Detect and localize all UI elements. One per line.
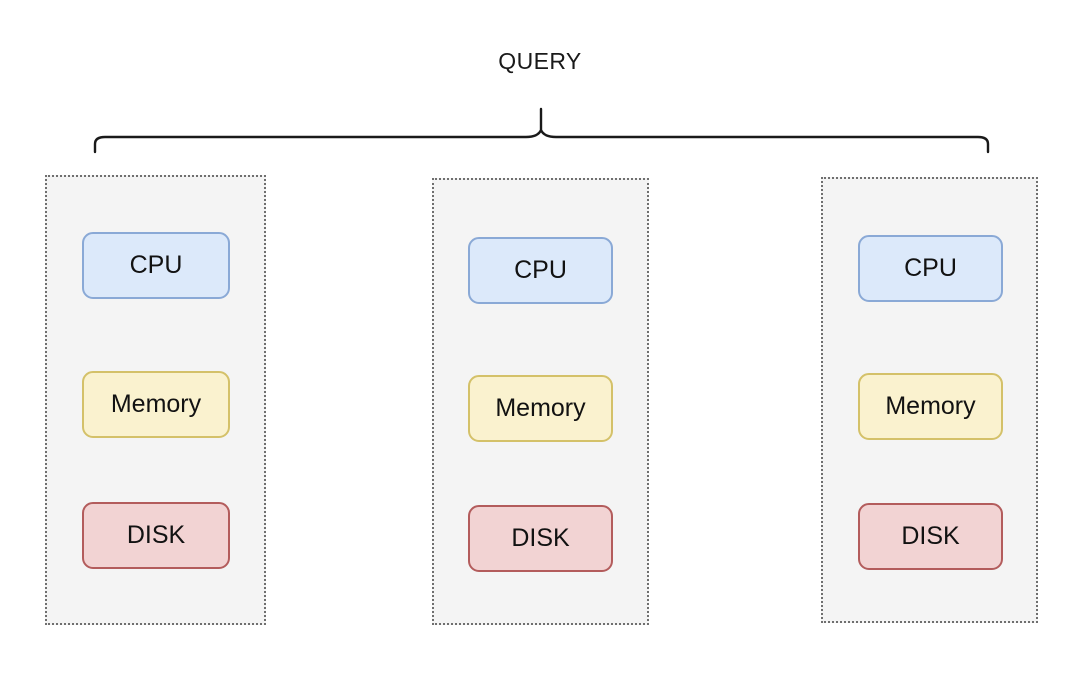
- page-title: QUERY: [498, 48, 582, 74]
- disk-box[interactable]: DISK: [468, 505, 613, 572]
- memory-box[interactable]: Memory: [82, 371, 230, 438]
- disk-box[interactable]: DISK: [82, 502, 230, 569]
- cpu-box[interactable]: CPU: [858, 235, 1003, 302]
- memory-box[interactable]: Memory: [468, 375, 613, 442]
- cpu-box[interactable]: CPU: [82, 232, 230, 299]
- curly-brace-icon: [93, 107, 990, 154]
- disk-box[interactable]: DISK: [858, 503, 1003, 570]
- cpu-box[interactable]: CPU: [468, 237, 613, 304]
- memory-box[interactable]: Memory: [858, 373, 1003, 440]
